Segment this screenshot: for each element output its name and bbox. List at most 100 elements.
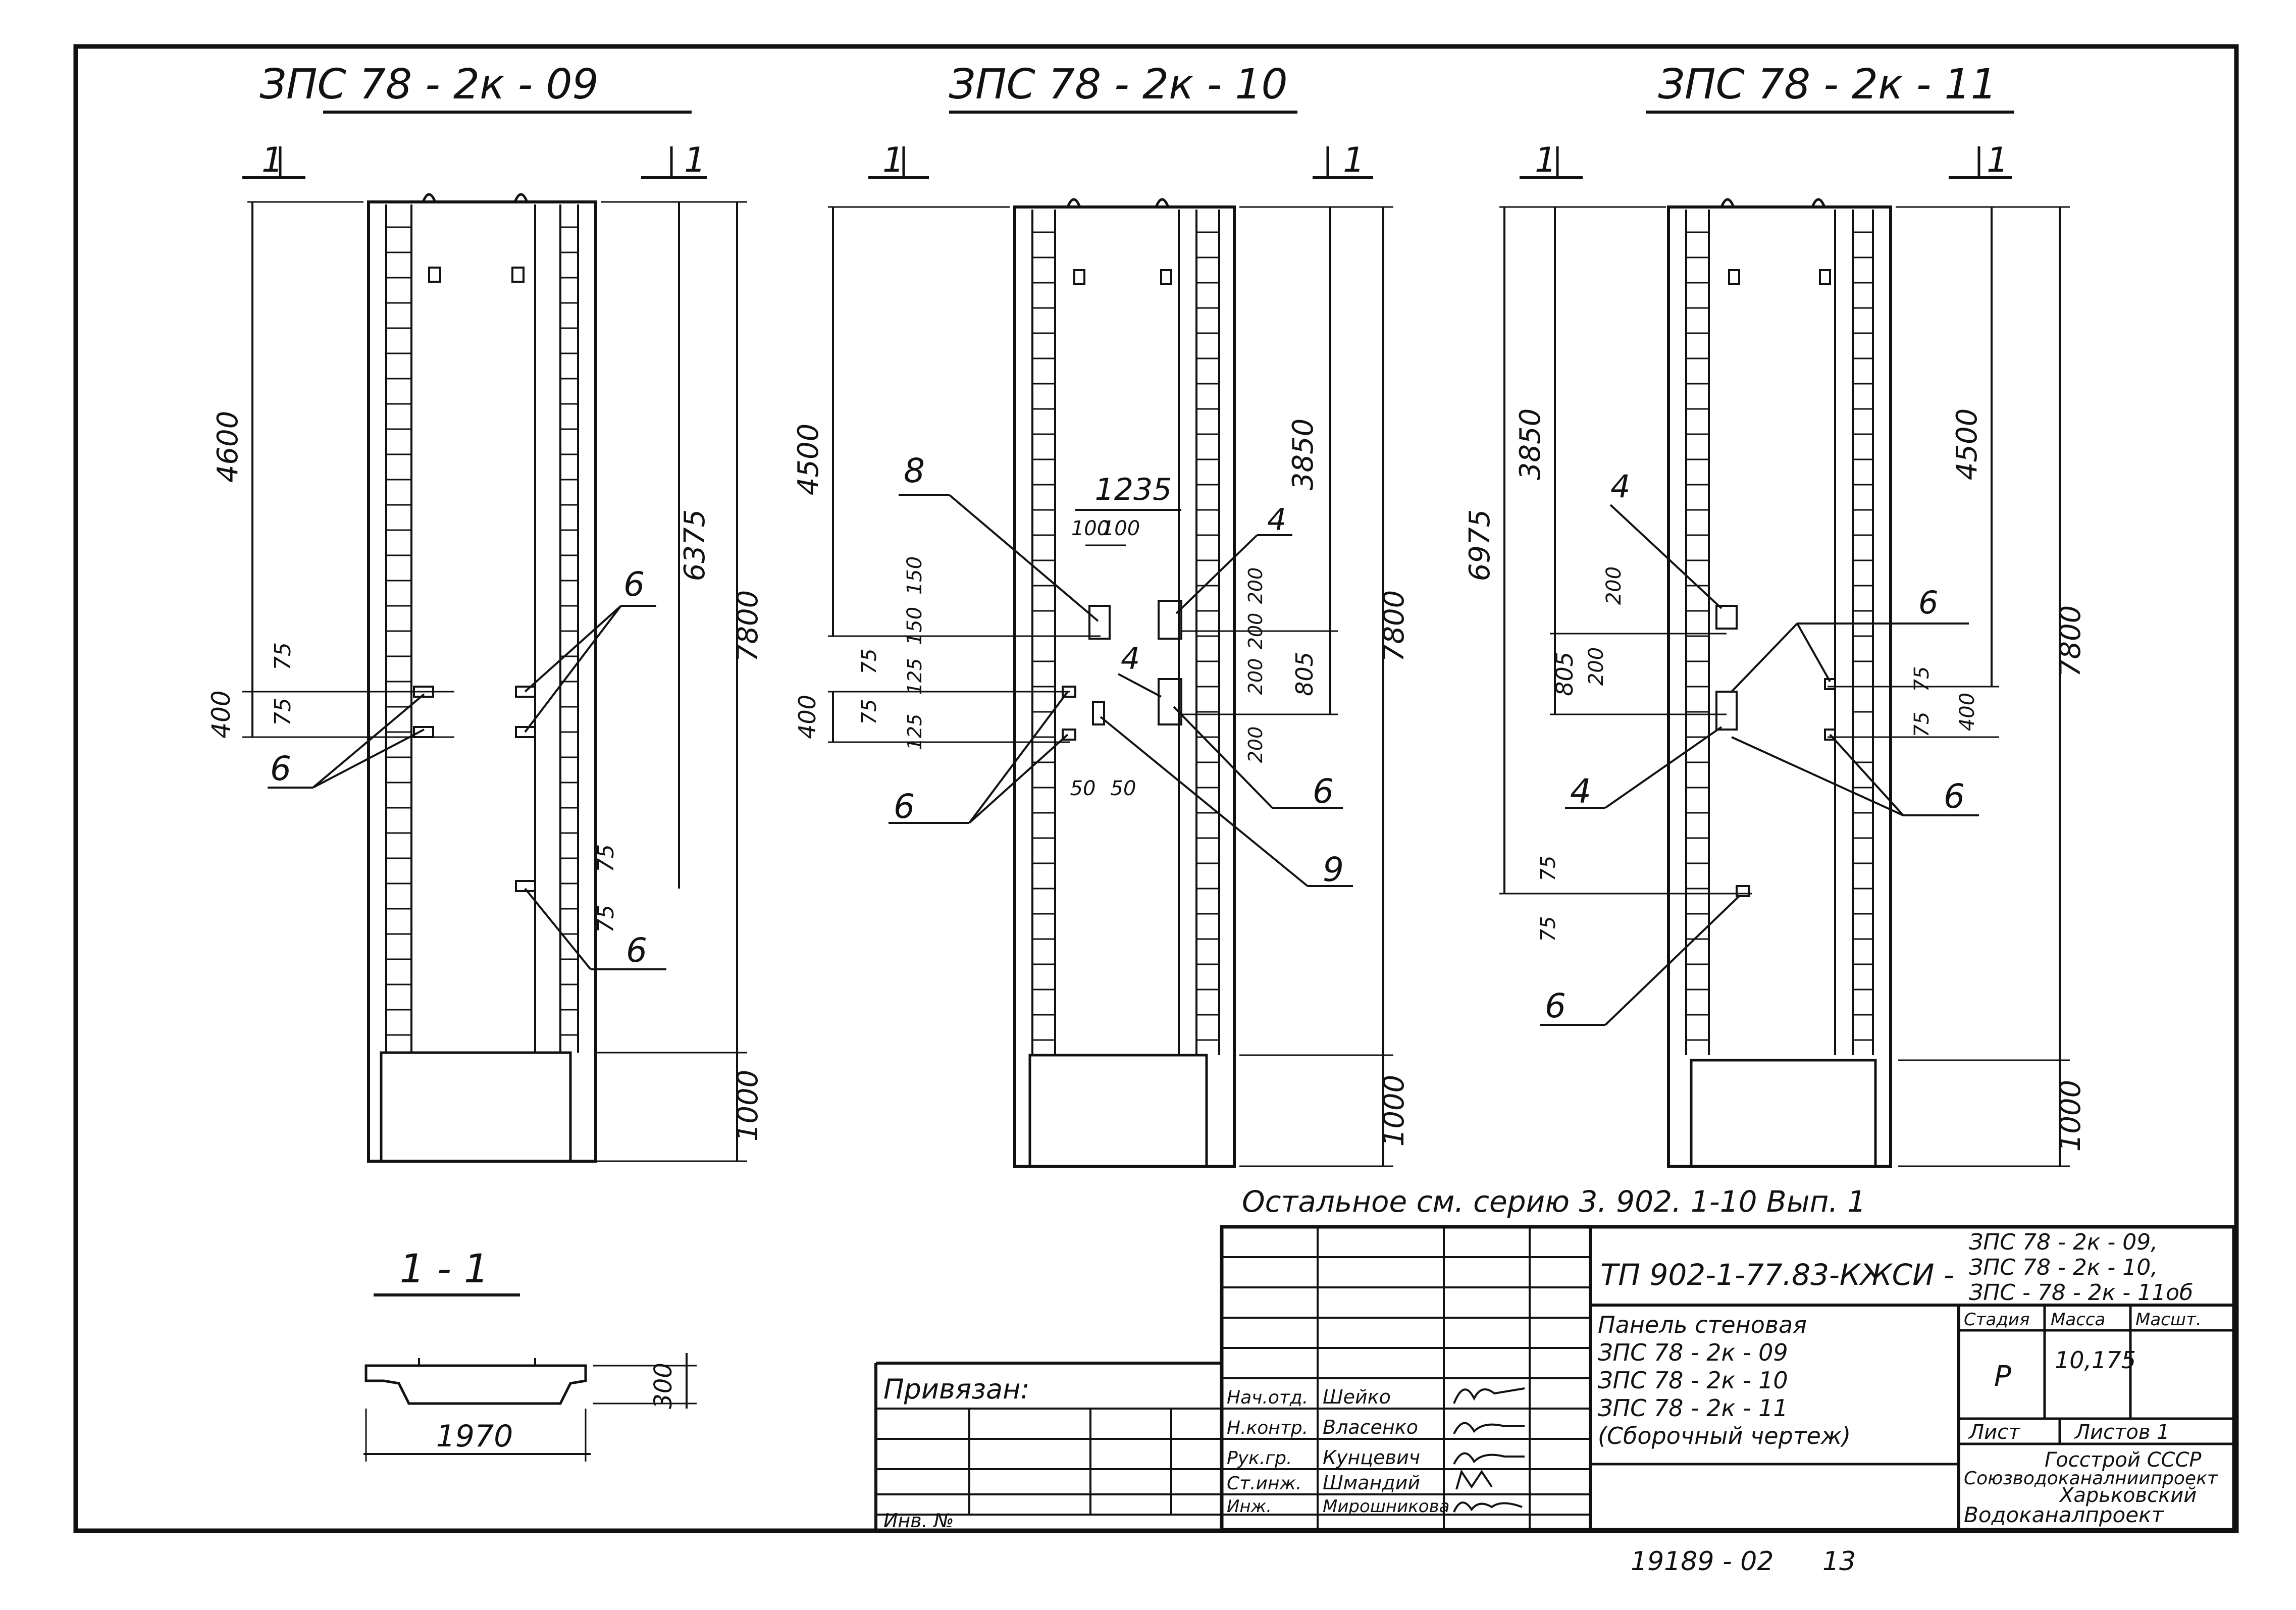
svg-text:6: 6 [1918, 584, 1938, 621]
svg-text:3850: 3850 [1287, 419, 1320, 491]
svg-text:4: 4 [1610, 468, 1630, 505]
title-block: ТП 902-1-77.83-КЖСИ - ЗПС 78 - 2к - 09, … [874, 1225, 2236, 1532]
signer-role-4: Ст.инж. [1227, 1473, 1301, 1494]
svg-text:200: 200 [1244, 613, 1267, 650]
scale-header: Масшт. [2135, 1310, 2202, 1330]
svg-text:75: 75 [1910, 712, 1934, 738]
doc-code: ТП 902-1-77.83-КЖСИ - [1600, 1258, 1954, 1292]
section-1-1: 1 - 1 1970 300 [363, 1247, 697, 1462]
org-line-2: Союзводоканалниипроект [1964, 1468, 2218, 1489]
inv-label: Инв. № [883, 1510, 954, 1532]
org-line-3: Харьковский [2059, 1484, 2197, 1507]
svg-text:150: 150 [903, 607, 926, 645]
section-mark-right: 1 [641, 140, 707, 180]
svg-text:75: 75 [270, 698, 296, 726]
svg-text:200: 200 [1602, 566, 1626, 605]
doc-mark-2: ЗПС 78 - 2к - 10, [1969, 1255, 2158, 1280]
svg-text:200: 200 [1244, 567, 1267, 604]
panel-09-plinth [380, 1051, 572, 1163]
section-mark-left: 1 [242, 140, 305, 180]
svg-text:6: 6 [894, 787, 915, 826]
svg-text:8: 8 [904, 451, 925, 490]
svg-text:4: 4 [1121, 641, 1140, 677]
svg-text:1: 1 [1535, 140, 1556, 180]
org-line-1: Госстрой СССР [2045, 1448, 2202, 1472]
svg-text:4: 4 [1267, 502, 1286, 538]
svg-text:100: 100 [1102, 517, 1140, 540]
signature-4 [1455, 1469, 1493, 1490]
mass-value: 10,175 [2055, 1346, 2136, 1374]
signer-role-1: Нач.отд. [1227, 1387, 1308, 1408]
svg-text:4: 4 [1570, 772, 1591, 811]
svg-text:7800: 7800 [732, 590, 764, 662]
svg-text:125: 125 [904, 658, 926, 695]
svg-text:6: 6 [1944, 777, 1965, 816]
svg-text:6: 6 [270, 749, 291, 788]
svg-text:75: 75 [270, 642, 296, 670]
svg-text:75: 75 [1537, 856, 1560, 881]
panel-11: ЗПС 78 - 2к - 11 1 1 [1464, 61, 2087, 1168]
svg-text:75: 75 [1910, 666, 1934, 692]
name-line-5: (Сборочный чертеж) [1598, 1422, 1851, 1449]
signer-role-5: Инж. [1227, 1496, 1272, 1517]
name-line-1: Панель стеновая [1598, 1311, 1807, 1338]
reference-note: Остальное см. серию 3. 902. 1-10 Вып. 1 [1242, 1184, 1866, 1219]
signature-1 [1453, 1387, 1525, 1404]
svg-text:6: 6 [1313, 772, 1334, 811]
signer-role-3: Рук.гр. [1227, 1448, 1292, 1469]
svg-text:75: 75 [858, 649, 881, 674]
panel-10-title: ЗПС 78 - 2к - 10 [949, 61, 1287, 109]
svg-text:4600: 4600 [212, 411, 244, 483]
stage-value: Р [1994, 1360, 2011, 1393]
svg-text:200: 200 [1244, 726, 1267, 763]
svg-text:7800: 7800 [2054, 605, 2087, 678]
doc-mark-1: ЗПС 78 - 2к - 09, [1969, 1229, 2158, 1255]
svg-text:3850: 3850 [1514, 408, 1547, 481]
section-title: 1 - 1 [400, 1247, 489, 1292]
svg-text:9: 9 [1323, 850, 1344, 889]
svg-text:400: 400 [794, 695, 821, 739]
svg-text:1: 1 [684, 140, 706, 180]
svg-text:4500: 4500 [1951, 408, 1984, 481]
drawing-frame [73, 44, 2239, 1533]
svg-text:1: 1 [1343, 140, 1365, 180]
section-mark-right: 1 [1949, 140, 2012, 180]
page-number: 13 [1822, 1546, 1856, 1577]
svg-text:200: 200 [1244, 658, 1267, 695]
sheets-label: Листов 1 [2074, 1421, 2170, 1444]
signer-name-5: Мирошникова [1323, 1496, 1449, 1517]
svg-text:805: 805 [1291, 652, 1318, 696]
name-line-3: ЗПС 78 - 2к - 10 [1598, 1367, 1788, 1394]
svg-text:6: 6 [1545, 986, 1566, 1025]
signer-name-2: Власенко [1323, 1416, 1418, 1438]
svg-text:6: 6 [623, 565, 645, 604]
signer-name-3: Кунцевич [1323, 1446, 1420, 1469]
signature-5 [1453, 1501, 1523, 1513]
archive-number: 19189 - 02 [1631, 1546, 1773, 1577]
name-line-4: ЗПС 78 - 2к - 11 [1598, 1394, 1788, 1422]
svg-text:75: 75 [593, 844, 619, 872]
section-mark-right: 1 [1313, 140, 1373, 180]
svg-text:100: 100 [1071, 517, 1110, 540]
svg-text:400: 400 [1956, 693, 1979, 731]
signature-2 [1453, 1422, 1525, 1434]
svg-text:7800: 7800 [1378, 590, 1411, 662]
sheet-label: Лист [1968, 1421, 2021, 1444]
mass-header: Масса [2051, 1310, 2105, 1330]
svg-text:400: 400 [206, 690, 236, 738]
svg-text:50: 50 [1111, 777, 1136, 800]
svg-text:6975: 6975 [1464, 509, 1496, 582]
org-line-4: Водоканалпроект [1964, 1502, 2164, 1527]
signer-name-1: Шейко [1323, 1386, 1391, 1408]
panel-10: ЗПС 78 - 2к - 10 1 1 [792, 61, 1411, 1168]
svg-text:200: 200 [1585, 647, 1608, 686]
svg-text:1000: 1000 [732, 1070, 764, 1142]
signer-name-4: Шмандий [1323, 1472, 1420, 1494]
callout-6-lower: 6 [626, 931, 647, 970]
doc-mark-3: ЗПС - 78 - 2к - 11об [1969, 1280, 2193, 1306]
svg-text:75: 75 [858, 699, 881, 725]
section-height: 300 [649, 1363, 677, 1409]
name-line-2: ЗПС 78 - 2к - 09 [1598, 1339, 1788, 1366]
svg-text:75: 75 [1537, 916, 1560, 942]
